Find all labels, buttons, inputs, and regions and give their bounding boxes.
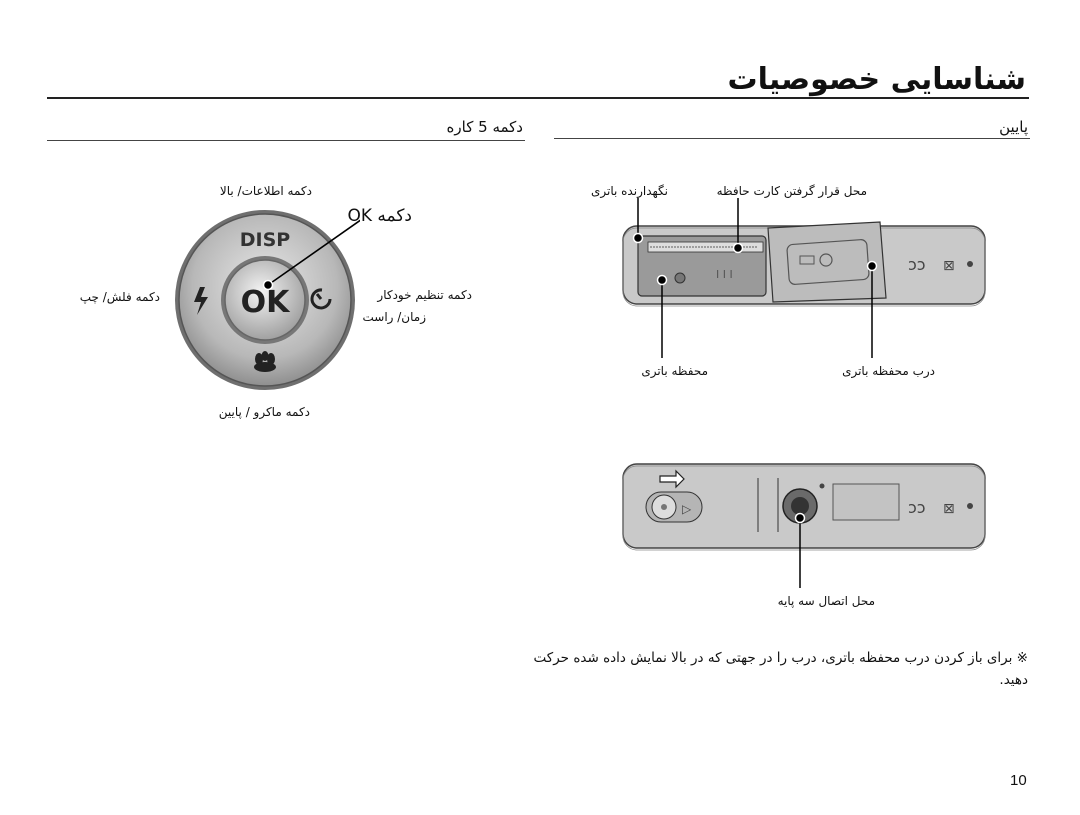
svg-text:I I I: I I I — [716, 268, 733, 281]
svg-text:▷: ▷ — [682, 502, 692, 516]
title-rule — [47, 97, 1029, 99]
camera-bottom-closed-illustration: ▷ ↄↄ ⊠ — [622, 463, 986, 588]
label-strap-holder: نگهدارنده باتری — [590, 184, 668, 198]
note-line-2: دهید. — [999, 672, 1028, 688]
section-title-bottom: پایین — [999, 118, 1028, 136]
flash-icon — [194, 287, 208, 315]
ok-text: OK — [241, 285, 292, 320]
label-card-slot: محل قرار گرفتن کارت حافظه — [716, 184, 867, 198]
disp-text: DISP — [240, 229, 291, 251]
section-title-buttons: دکمه 5 کاره — [446, 118, 523, 136]
label-tripod-socket: محل اتصال سه پایه — [777, 594, 875, 608]
label-flash-left: دکمه فلش/ چپ — [79, 290, 160, 304]
svg-text:⊠: ⊠ — [943, 501, 955, 517]
label-timer-right: دکمه تنظیم خودکار — [377, 288, 472, 302]
macro-icon — [254, 351, 276, 372]
label-info-up: دکمه اطلاعات/ بالا — [219, 184, 312, 198]
page-title: شناسایی خصوصیات — [727, 62, 1026, 97]
label-macro-down: دکمه ماکرو / پایین — [218, 405, 310, 419]
page-number: 10 — [1010, 772, 1027, 789]
label-timer-right-2: زمان/ راست — [362, 310, 426, 324]
section-rule-bottom — [554, 138, 1030, 139]
five-function-dial: DISP OK — [175, 210, 360, 390]
camera-bottom-open-illustration: I I I ↄↄ ⊠ — [622, 198, 986, 358]
section-rule-buttons — [47, 140, 525, 141]
label-battery-cover: محفظه باتری — [641, 364, 708, 378]
svg-text:ↄↄ: ↄↄ — [908, 255, 926, 274]
self-timer-icon — [310, 288, 332, 310]
note-line-1: ※ برای باز کردن درب محفظه باتری، درب را … — [533, 650, 1028, 666]
svg-text:⊠: ⊠ — [943, 258, 955, 274]
svg-text:ↄↄ: ↄↄ — [908, 498, 926, 517]
label-ok-button: دکمه OK — [347, 206, 412, 226]
label-battery-door: درب محفظه باتری — [842, 364, 935, 378]
